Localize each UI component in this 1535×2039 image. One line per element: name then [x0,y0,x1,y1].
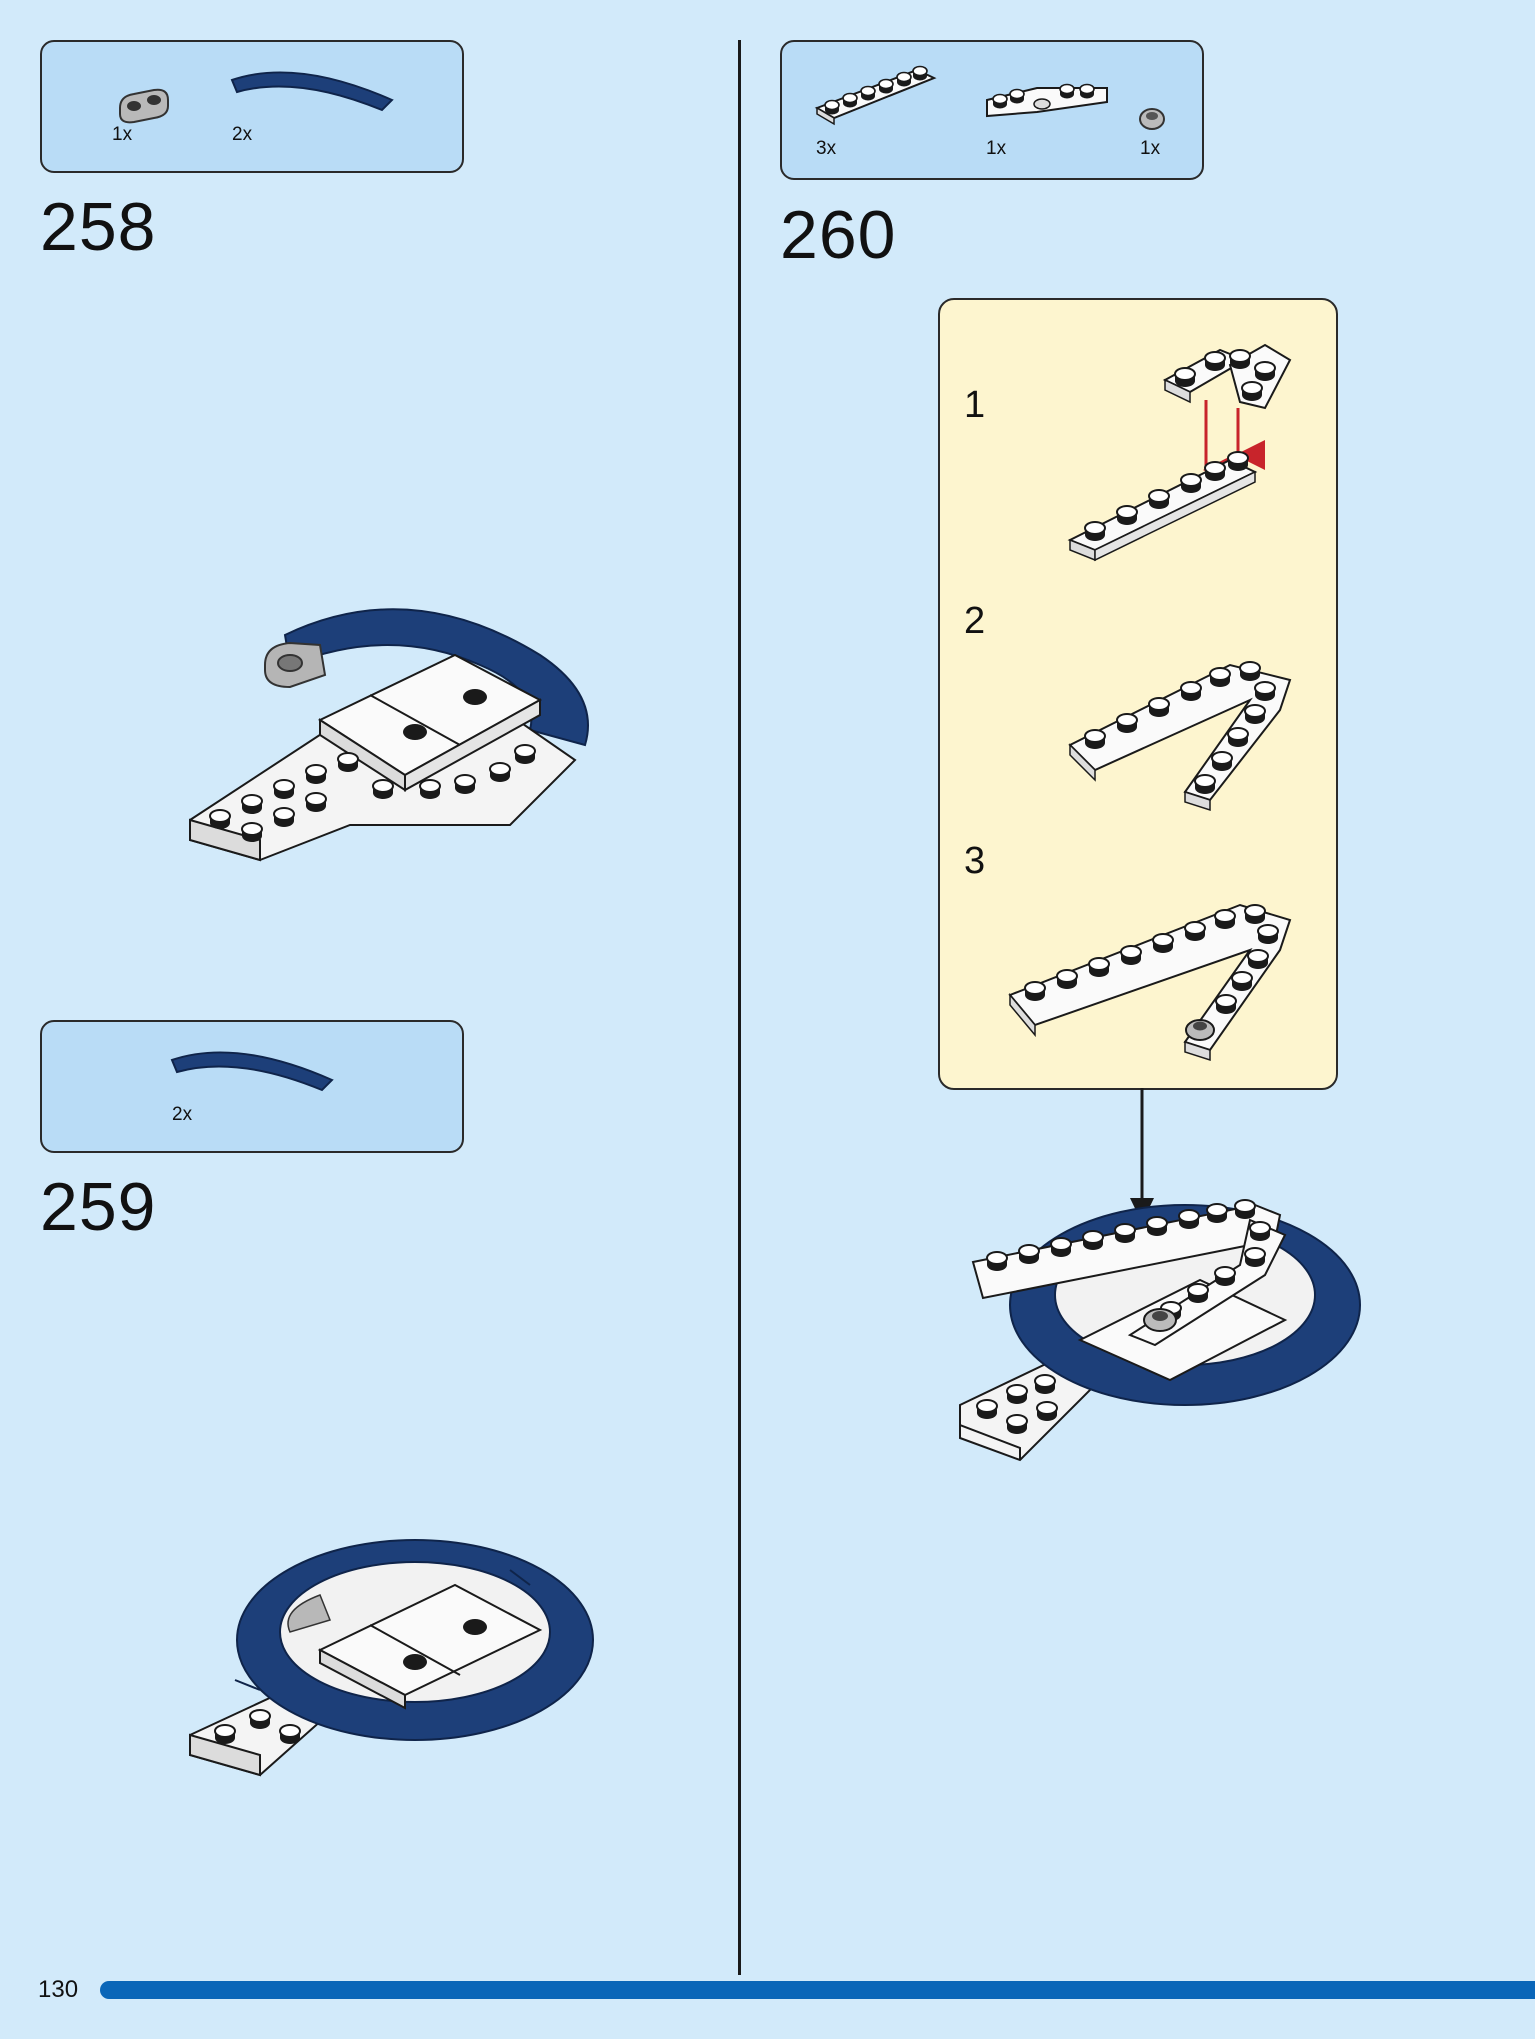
step-258-model [189,608,589,862]
column-divider [738,40,741,1975]
step-260-model [959,1199,1361,1462]
part-qty: 2x [232,124,253,145]
white-hinge-plate-icon [986,83,1108,118]
step-number: 260 [780,197,897,273]
white-1x6-plate-icon [814,65,937,126]
gray-round-tile-icon [1139,108,1165,130]
part-qty: 2x [172,1104,193,1125]
step-number: 259 [40,1169,157,1245]
sub-step-number: 3 [964,840,986,882]
parts-list-step-260: 3x 1x 1x [780,40,1204,180]
parts-list-step-259: 2x [40,1020,464,1153]
part-qty: 1x [112,124,133,145]
sub-step-number: 1 [964,384,986,426]
part-qty: 1x [1140,138,1161,159]
sub-step-3-illustration [1008,903,1292,1062]
part-qty: 1x [986,138,1007,159]
navy-curved-tile-icon [230,71,394,112]
sub-step-number: 2 [964,600,986,642]
progress-bar [100,1981,1535,1999]
sub-assembly-panel: 1 2 3 [938,298,1338,1090]
gray-round-plate-icon [119,88,169,124]
sub-step-2-illustration [1068,661,1292,812]
page-number: 130 [38,1976,79,2003]
step-259-model [189,1539,594,1777]
navy-curved-tile-icon [170,1051,334,1092]
step-number: 258 [40,189,157,265]
sub-step-1-illustration [1067,343,1292,562]
part-qty: 3x [816,138,837,159]
parts-list-step-258: 1x 2x [40,40,464,173]
